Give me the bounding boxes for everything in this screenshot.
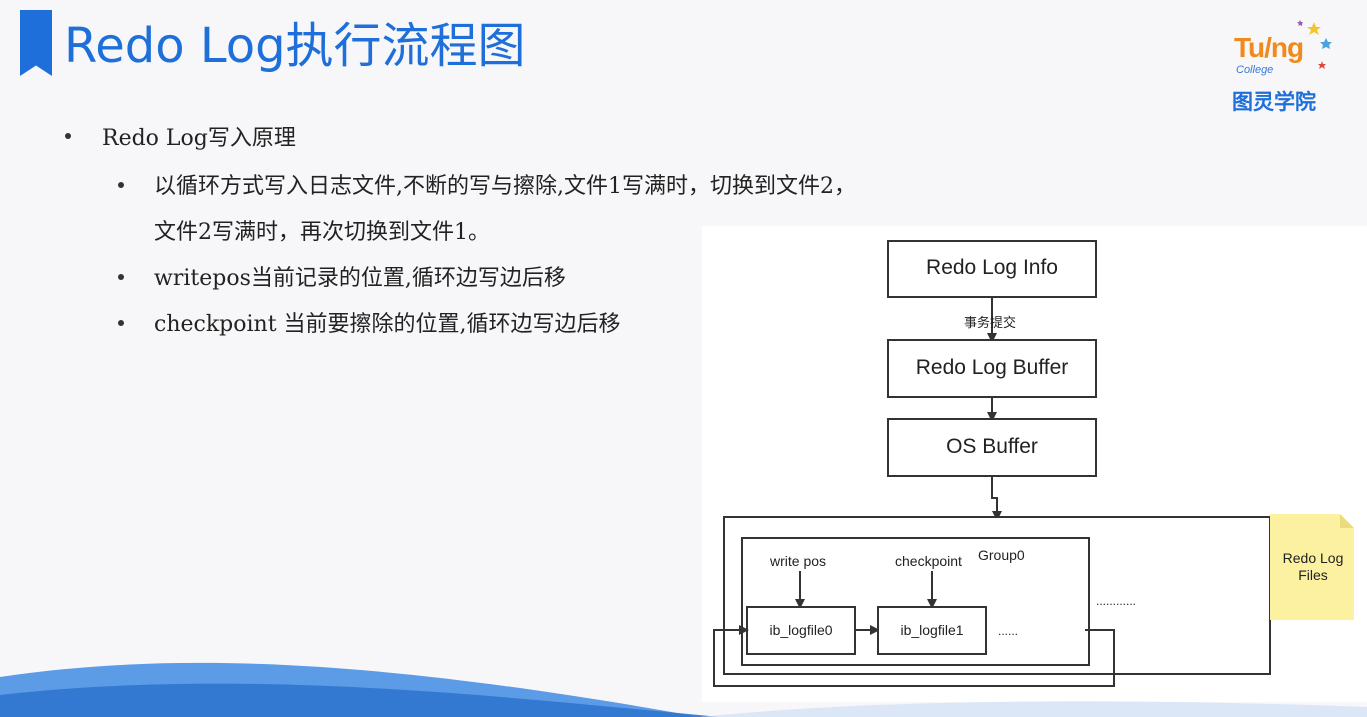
diagram-shapes [713,240,1354,687]
turing-college-logo: Tu/ng College 图灵学院 [1222,16,1342,116]
box-os-buffer [887,418,1097,477]
label-ellipsis-inner: ...... [998,624,1019,638]
bullet-dot [118,182,124,188]
star-icon [1297,20,1332,69]
bullet-dot [65,133,71,139]
bullet-dot [118,274,124,280]
label-checkpoint: checkpoint [895,553,962,569]
redo-log-flow-diagram: Redo Log Info 事务提交 Redo Log Buffer OS Bu… [702,226,1367,702]
logo-subtitle: College [1236,64,1274,76]
label-ib-logfile0: ib_logfile0 [769,622,833,638]
label-redo-log-buffer: Redo Log Buffer [915,356,1069,379]
bullet-item-1-continued: 文件2写满时，再次切换到文件1。 [154,220,490,245]
label-os-buffer: OS Buffer [946,435,1038,458]
label-ellipsis-outer: ............ [1096,594,1137,608]
logo-chinese-name: 图灵学院 [1232,90,1316,114]
box-ib-logfile1 [877,606,987,655]
box-redo-log-buffer [887,339,1097,398]
label-group0: Group0 [978,547,1025,563]
label-write-pos: write pos [770,553,827,569]
bullet-dot [118,320,124,326]
label-redo-log-files: Redo Log Files [1282,550,1344,583]
arrow-to-files [991,476,1002,521]
title-accent-bar [20,10,52,76]
decorative-wave [0,662,1367,717]
note-redo-log-files [1270,514,1354,620]
bullet-level1: Redo Log写入原理 [102,126,296,151]
logo-wordmark: Tu/ng [1234,32,1304,63]
label-redo-log-info: Redo Log Info [926,256,1058,279]
bullet-item-3: checkpoint 当前要擦除的位置,循环边写边后移 [154,312,621,337]
label-commit: 事务提交 [964,315,1017,330]
label-ib-logfile1: ib_logfile1 [900,622,964,638]
bullet-item-2: writepos当前记录的位置,循环边写边后移 [154,266,566,291]
box-redo-log-info [887,240,1097,298]
arrow-cycle-back [713,625,1115,687]
page-title: Redo Log执行流程图 [64,18,526,74]
bullet-item-1: 以循环方式写入日志文件,不断的写与擦除,文件1写满时，切换到文件2， [154,174,856,199]
box-ib-logfile0 [746,606,856,655]
